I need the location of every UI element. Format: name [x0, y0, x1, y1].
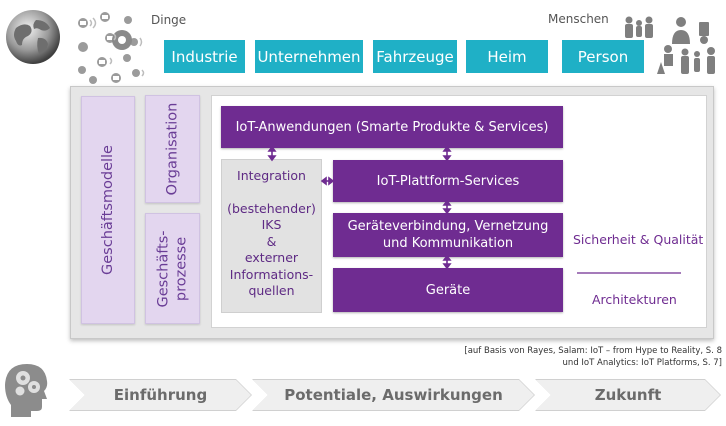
category-industrie: Industrie	[164, 40, 245, 73]
iot-platform-services-bar: IoT-Plattform-Services	[333, 160, 563, 202]
organisation-box: Organisation	[145, 95, 200, 203]
business-processes-box: Geschäfts- prozesse	[145, 213, 200, 324]
iot-applications-bar: IoT-Anwendungen (Smarte Produkte & Servi…	[221, 106, 563, 148]
category-fahrzeuge: Fahrzeuge	[373, 40, 457, 73]
head-gears-icon	[5, 361, 51, 417]
people-label: Menschen	[548, 12, 609, 26]
category-unternehmen: Unternehmen	[255, 40, 363, 73]
source-note: [auf Basis von Rayes, Salam: IoT – from …	[464, 346, 722, 368]
people-icon	[619, 14, 723, 78]
business-models-box: Geschäftsmodelle	[81, 96, 135, 324]
iot-devices-icon	[74, 10, 154, 88]
process-step-potentials: Potentiale, Auswirkungen	[253, 380, 534, 410]
integration-box: Integration (bestehender) IKS & externer…	[221, 159, 322, 313]
security-quality-label: Sicherheit & Qualität	[573, 232, 704, 247]
devices-bar: Geräte	[333, 268, 563, 312]
process-step-future: Zukunft	[536, 380, 720, 410]
globe-icon	[4, 8, 62, 66]
things-label: Dinge	[151, 13, 187, 27]
category-person: Person	[562, 40, 644, 73]
process-step-introduction: Einführung	[70, 380, 251, 410]
category-heim: Heim	[466, 40, 548, 73]
connectivity-bar: Geräteverbindung, Vernetzung und Kommuni…	[333, 213, 563, 257]
architectures-label: Architekturen	[592, 292, 677, 307]
